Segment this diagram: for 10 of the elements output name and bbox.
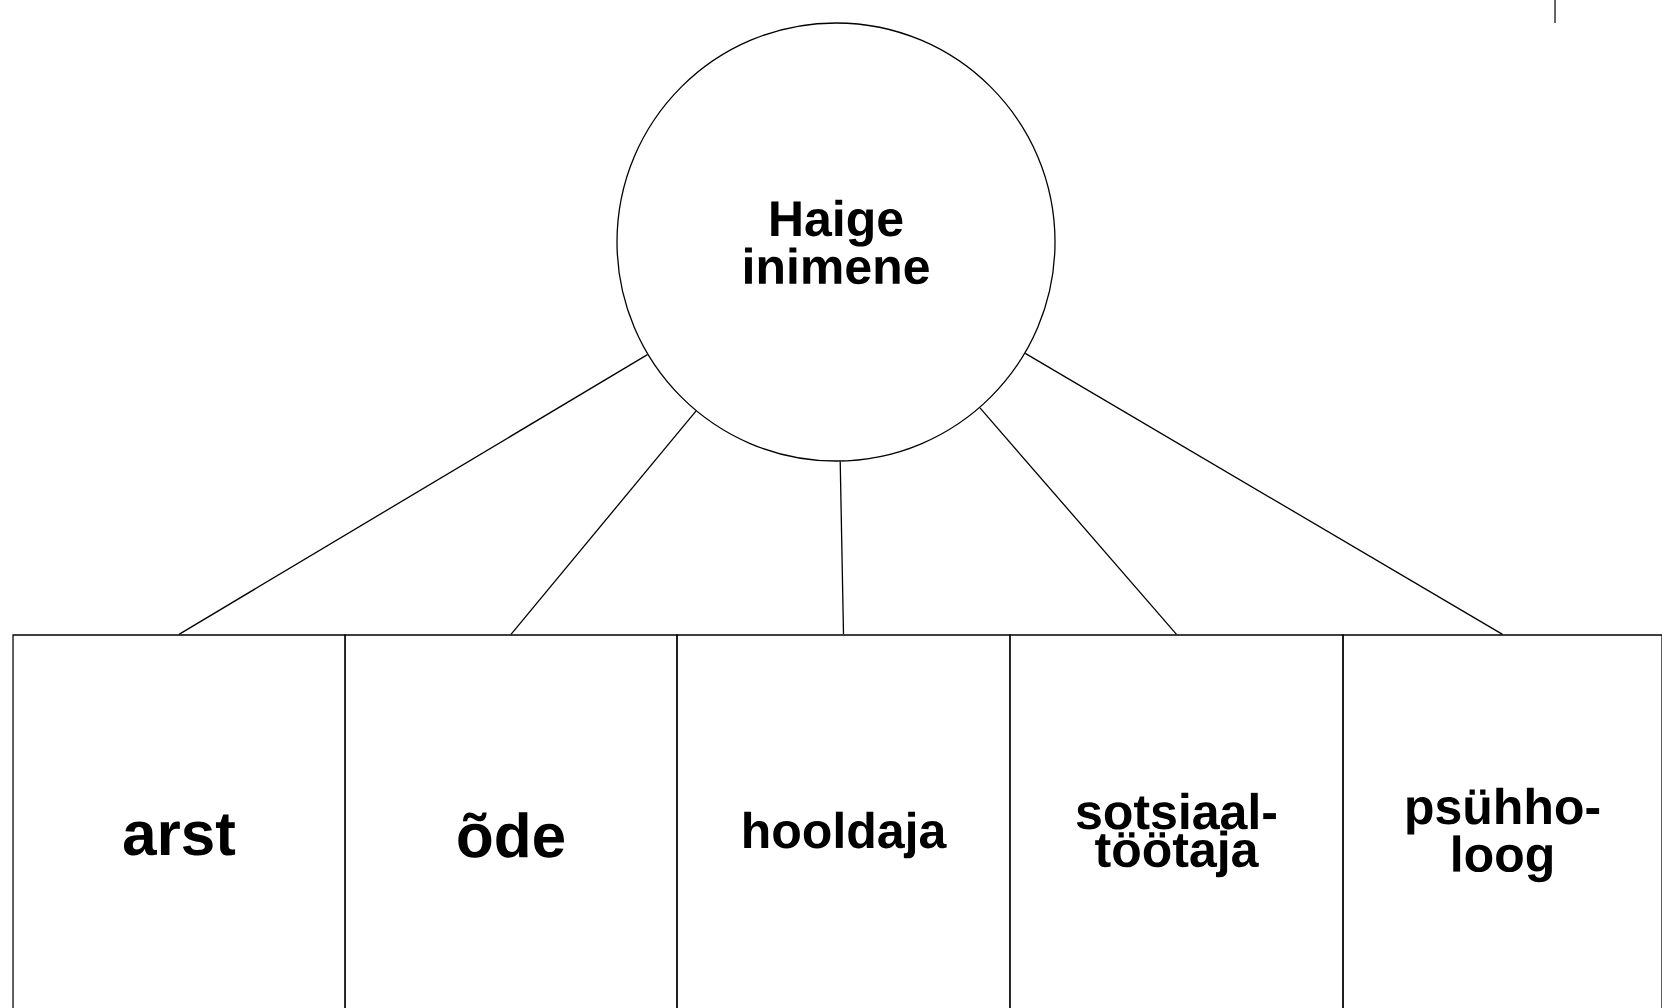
role-box: hooldaja (676, 634, 1011, 1008)
connector-line (510, 410, 697, 635)
role-box: arst (12, 634, 346, 1008)
role-box: sotsiaal-töötaja (1009, 634, 1344, 1008)
connector-line (1024, 352, 1504, 635)
role-box: psühho-loog (1342, 634, 1662, 1008)
connector-line (178, 353, 649, 635)
connector-line (839, 460, 845, 635)
connector-line (979, 407, 1178, 635)
role-box: õde (344, 634, 678, 1008)
